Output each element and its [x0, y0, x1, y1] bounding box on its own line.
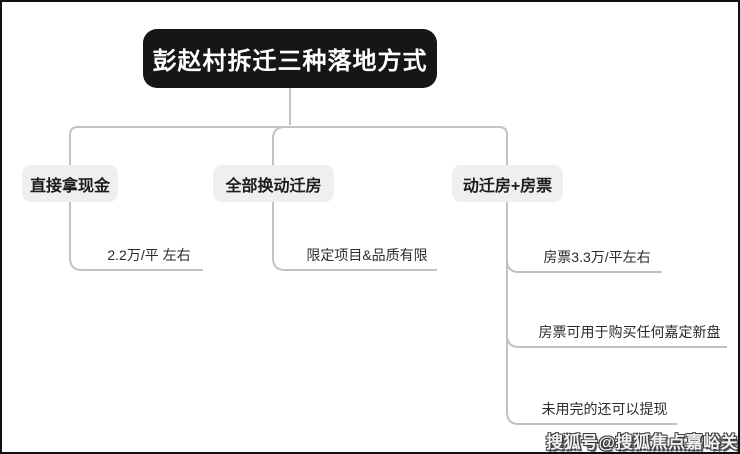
sub-topic-ticket-usage: 房票可用于购买任何嘉定新盘 [538, 323, 721, 340]
watermark-text: 搜狐号@搜狐焦点嘉峪关站 [546, 433, 740, 452]
connector-branch3-elbow2 [506, 334, 727, 348]
branch-node-housing-plus-ticket: 动迁房+房票 [452, 165, 563, 202]
connector-branch3-vertical [506, 202, 677, 425]
sub-topic-ticket-price: 房票3.3万/平左右 [543, 248, 651, 265]
root-topic-node: 彭赵村拆迁三种落地方式 [143, 29, 437, 88]
branch-node-cash: 直接拿现金 [22, 165, 118, 202]
sub-topic-cash-price: 2.2万/平 左右 [107, 246, 191, 263]
connector-branch3-elbow1 [506, 259, 662, 273]
connector-branch2-elbow [272, 202, 437, 271]
connector-rail [69, 126, 508, 165]
branch-node-relocation-housing: 全部换动迁房 [213, 165, 334, 202]
connector-branch1-elbow [69, 202, 203, 271]
sub-topic-limited-project: 限定项目&品质有限 [306, 246, 428, 263]
connector-middle-drop [272, 126, 286, 165]
sub-topic-ticket-withdraw: 未用完的还可以提现 [541, 400, 668, 417]
